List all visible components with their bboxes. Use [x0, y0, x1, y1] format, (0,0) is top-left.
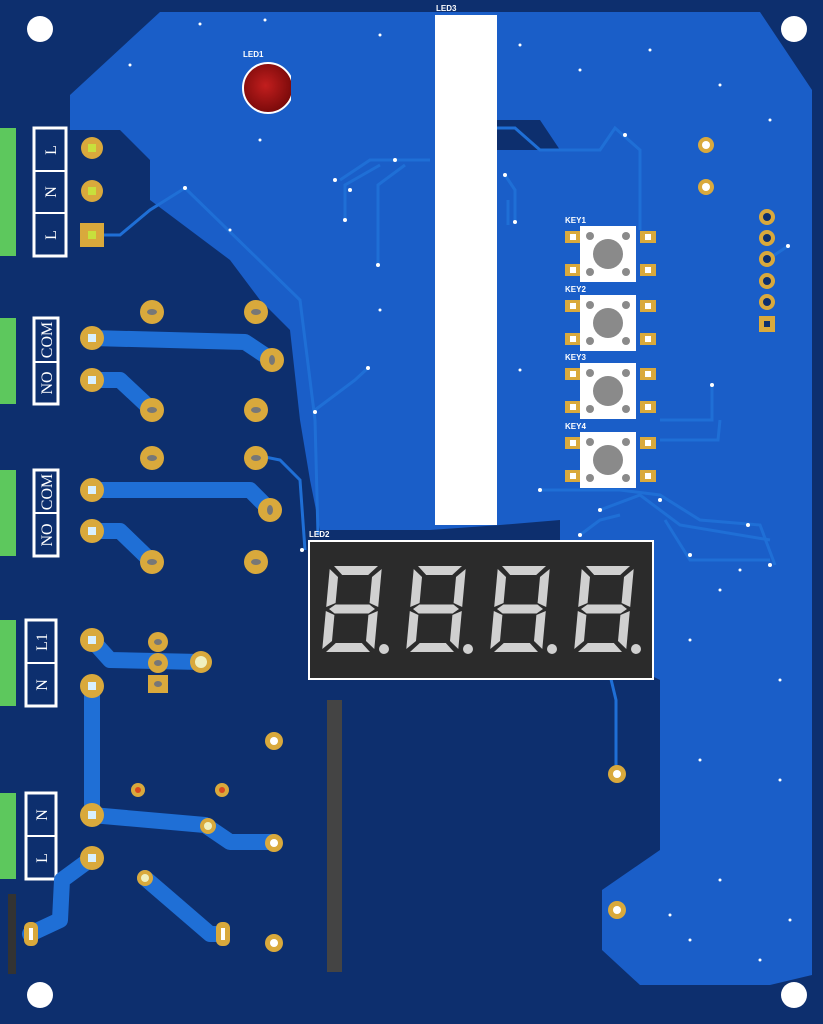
key-label: KEY3 — [565, 353, 586, 362]
terminal-label-relay2-no: NO — [39, 523, 56, 546]
segment — [329, 604, 375, 614]
tactile-switch-3[interactable]: KEY3 — [565, 353, 656, 419]
tactile-switch-1[interactable]: KEY1 — [565, 216, 656, 282]
segment — [578, 643, 622, 652]
connector-green-5 — [0, 793, 16, 879]
segment — [618, 611, 630, 649]
pads — [24, 137, 775, 952]
segment — [450, 611, 462, 649]
seven-seg-digit — [406, 566, 473, 654]
dark-bar — [327, 700, 342, 972]
switch-button[interactable] — [593, 376, 623, 406]
segment — [413, 604, 459, 614]
terminal-label-power-2: N — [43, 186, 60, 198]
segment — [406, 611, 419, 649]
segment — [369, 569, 382, 607]
terminal-box-power — [32, 126, 68, 258]
connector-green-3 — [0, 470, 16, 556]
seven-seg-digit — [574, 566, 641, 654]
key-label: KEY2 — [565, 285, 586, 294]
segment — [621, 569, 634, 607]
tactile-switch-4[interactable]: KEY4 — [565, 422, 656, 488]
segment — [410, 643, 454, 652]
segment — [418, 566, 462, 575]
led3-label: LED3 — [436, 4, 457, 13]
segment — [586, 566, 630, 575]
switch-button[interactable] — [593, 445, 623, 475]
segment — [578, 569, 590, 607]
key-label: KEY4 — [565, 422, 586, 431]
key-label: KEY1 — [565, 216, 586, 225]
segment — [322, 611, 335, 649]
segment — [326, 643, 370, 652]
led1-label: LED1 — [243, 50, 264, 59]
vias — [128, 18, 792, 962]
segment — [574, 611, 587, 649]
terminal-label-relay1-com: COM — [39, 322, 56, 358]
segment — [326, 569, 338, 607]
segment — [537, 569, 550, 607]
connector-green-1 — [0, 128, 16, 256]
terminal-label-supply-l: L — [34, 853, 51, 863]
terminal-label-power-1: L — [43, 145, 60, 155]
terminal-label-load-l1: L1 — [34, 633, 51, 651]
decimal-point — [463, 644, 473, 654]
led3: LED3 — [435, 4, 497, 525]
segment — [497, 604, 543, 614]
led2-display: LED2 — [308, 530, 654, 680]
switch-button[interactable] — [593, 308, 623, 338]
segment — [366, 611, 378, 649]
connector-dark — [8, 894, 16, 974]
segment — [534, 611, 546, 649]
seven-seg-digit — [490, 566, 557, 654]
segment — [453, 569, 466, 607]
segment — [502, 566, 546, 575]
segment — [410, 569, 422, 607]
segment — [490, 611, 503, 649]
terminal-label-relay1-no: NO — [39, 371, 56, 394]
terminal-label-relay2-com: COM — [39, 474, 56, 510]
decimal-point — [547, 644, 557, 654]
segment — [334, 566, 378, 575]
terminal-label-power-3: L — [43, 230, 60, 240]
seven-seg-digit — [322, 566, 389, 654]
decimal-point — [379, 644, 389, 654]
tactile-switch-2[interactable]: KEY2 — [565, 285, 656, 351]
connector-green-2 — [0, 318, 16, 404]
mount-hole-br — [781, 982, 807, 1008]
mount-hole-bl — [27, 982, 53, 1008]
segment — [494, 569, 506, 607]
segment — [581, 604, 627, 614]
segment — [494, 643, 538, 652]
decimal-point — [631, 644, 641, 654]
connector-green-4 — [0, 620, 16, 706]
switch-button[interactable] — [593, 239, 623, 269]
terminal-label-supply-n: N — [34, 809, 51, 821]
mount-hole-tl — [27, 16, 53, 42]
led2-label: LED2 — [309, 530, 330, 539]
mount-hole-tr — [781, 16, 807, 42]
terminal-label-load-n: N — [34, 679, 51, 691]
signal-traces — [92, 125, 789, 775]
led1: LED1 — [242, 50, 297, 114]
